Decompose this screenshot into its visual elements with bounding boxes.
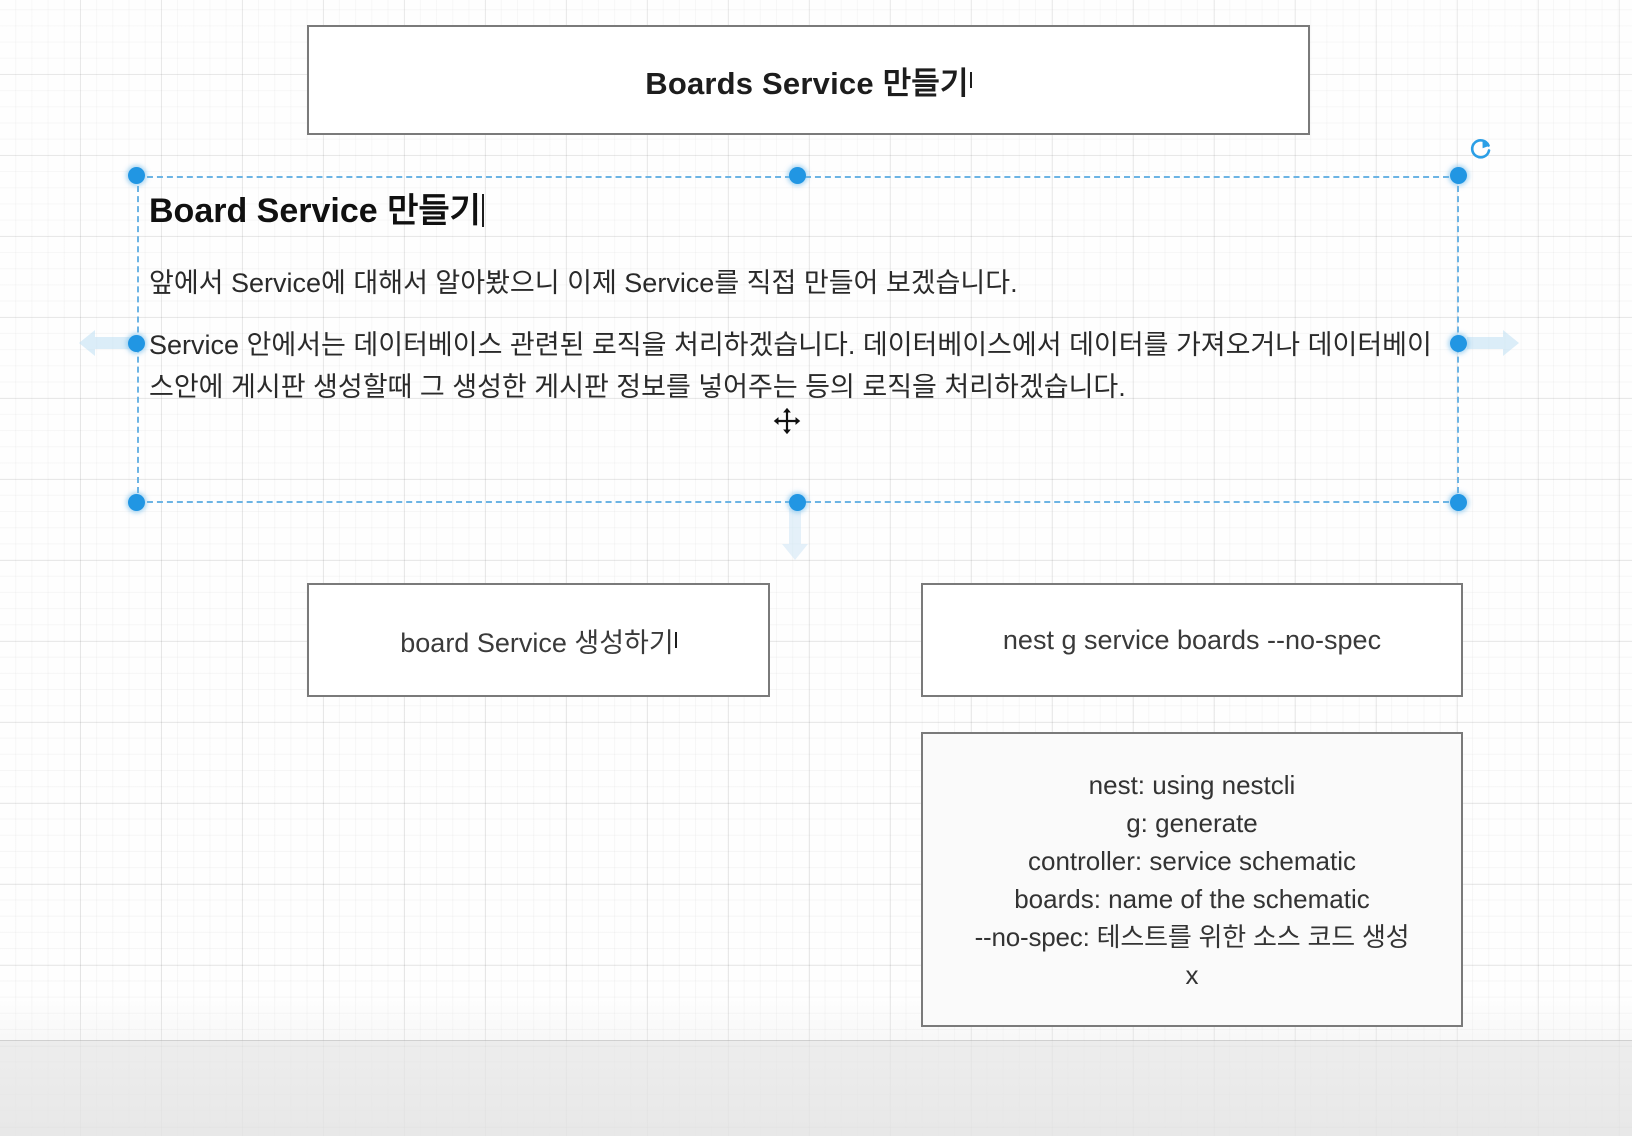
resize-handle-top-left[interactable] bbox=[128, 167, 145, 184]
heading-caret bbox=[481, 194, 484, 227]
title-box-text: Boards Service 만들기 bbox=[645, 65, 969, 101]
text-object-paragraph-2: Service 안에서는 데이터베이스 관련된 로직을 처리하겠습니다. 데이터… bbox=[149, 330, 1432, 402]
selected-text-object[interactable]: Board Service 만들기 앞에서 Service에 대해서 알아봤으니… bbox=[79, 139, 1519, 560]
resize-handle-middle-left[interactable] bbox=[128, 335, 145, 352]
resize-handle-middle-right[interactable] bbox=[1450, 335, 1467, 352]
text-object-content: Board Service 만들기 앞에서 Service에 대해서 알아봤으니… bbox=[149, 190, 1453, 408]
nest-description-line: g: generate bbox=[1126, 807, 1258, 838]
nest-description-line: --no-spec: 테스트를 위한 소스 코드 생성 bbox=[974, 921, 1410, 952]
resize-handle-bottom-right[interactable] bbox=[1450, 494, 1467, 511]
title-box[interactable]: Boards Service 만들기 bbox=[307, 25, 1310, 135]
resize-handle-top-right[interactable] bbox=[1450, 167, 1467, 184]
nest-description-line: x bbox=[1185, 959, 1199, 990]
resize-handle-top-center[interactable] bbox=[789, 167, 806, 184]
text-object-paragraph-1: 앞에서 Service에 대해서 알아봤으니 이제 Service를 직접 만들… bbox=[149, 268, 1018, 298]
nest-command-box[interactable]: nest g service boards --no-spec bbox=[921, 583, 1463, 697]
create-service-box[interactable]: board Service 생성하기 bbox=[307, 583, 770, 697]
resize-arrow-left-icon bbox=[77, 326, 133, 365]
create-service-box-text: board Service 생성하기 bbox=[400, 627, 674, 658]
rotate-icon[interactable] bbox=[1468, 136, 1494, 162]
text-object-heading: Board Service 만들기 bbox=[149, 190, 1453, 232]
nest-description-lines: nest: using nestcli g: generate controll… bbox=[975, 766, 1410, 994]
resize-arrow-right-icon bbox=[1465, 326, 1521, 365]
resize-handle-bottom-left[interactable] bbox=[128, 494, 145, 511]
nest-command-box-text: nest g service boards --no-spec bbox=[1002, 624, 1382, 655]
move-cursor-icon bbox=[772, 406, 802, 436]
nest-description-box[interactable]: nest: using nestcli g: generate controll… bbox=[921, 732, 1463, 1027]
nest-description-line: controller: service schematic bbox=[1027, 845, 1356, 876]
resize-arrow-down-icon bbox=[778, 506, 812, 567]
nest-description-line: boards: name of the schematic bbox=[1014, 883, 1370, 914]
create-service-caret bbox=[674, 632, 677, 648]
resize-handle-bottom-center[interactable] bbox=[789, 494, 806, 511]
bottom-band bbox=[0, 1040, 1632, 1136]
nest-description-line: nest: using nestcli bbox=[1088, 769, 1296, 800]
text-caret bbox=[969, 72, 972, 88]
